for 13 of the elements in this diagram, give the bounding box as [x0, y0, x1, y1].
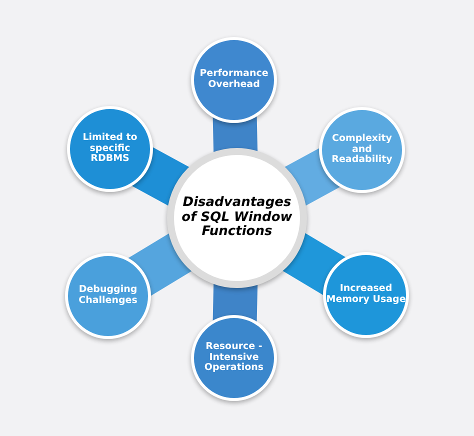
topic-label: Performance Overhead — [198, 69, 270, 91]
topic-label: Resource -Intensive Operations — [203, 342, 265, 374]
topic-label: Complexity and Readability — [330, 134, 394, 166]
topic-label: Increased Memory Usage — [326, 284, 406, 306]
topic-circle — [191, 315, 277, 401]
topic-circle — [323, 252, 409, 338]
topic-label: Limited to specific RDBMS — [82, 132, 138, 166]
topic-label: Debugging Challenges — [78, 285, 138, 307]
topic-circle — [67, 106, 153, 192]
topic-circle — [191, 37, 277, 123]
topic-circle — [65, 253, 151, 339]
title-text: Disadvantages of SQL Window Functions — [180, 196, 294, 240]
topic-circle — [319, 107, 405, 193]
